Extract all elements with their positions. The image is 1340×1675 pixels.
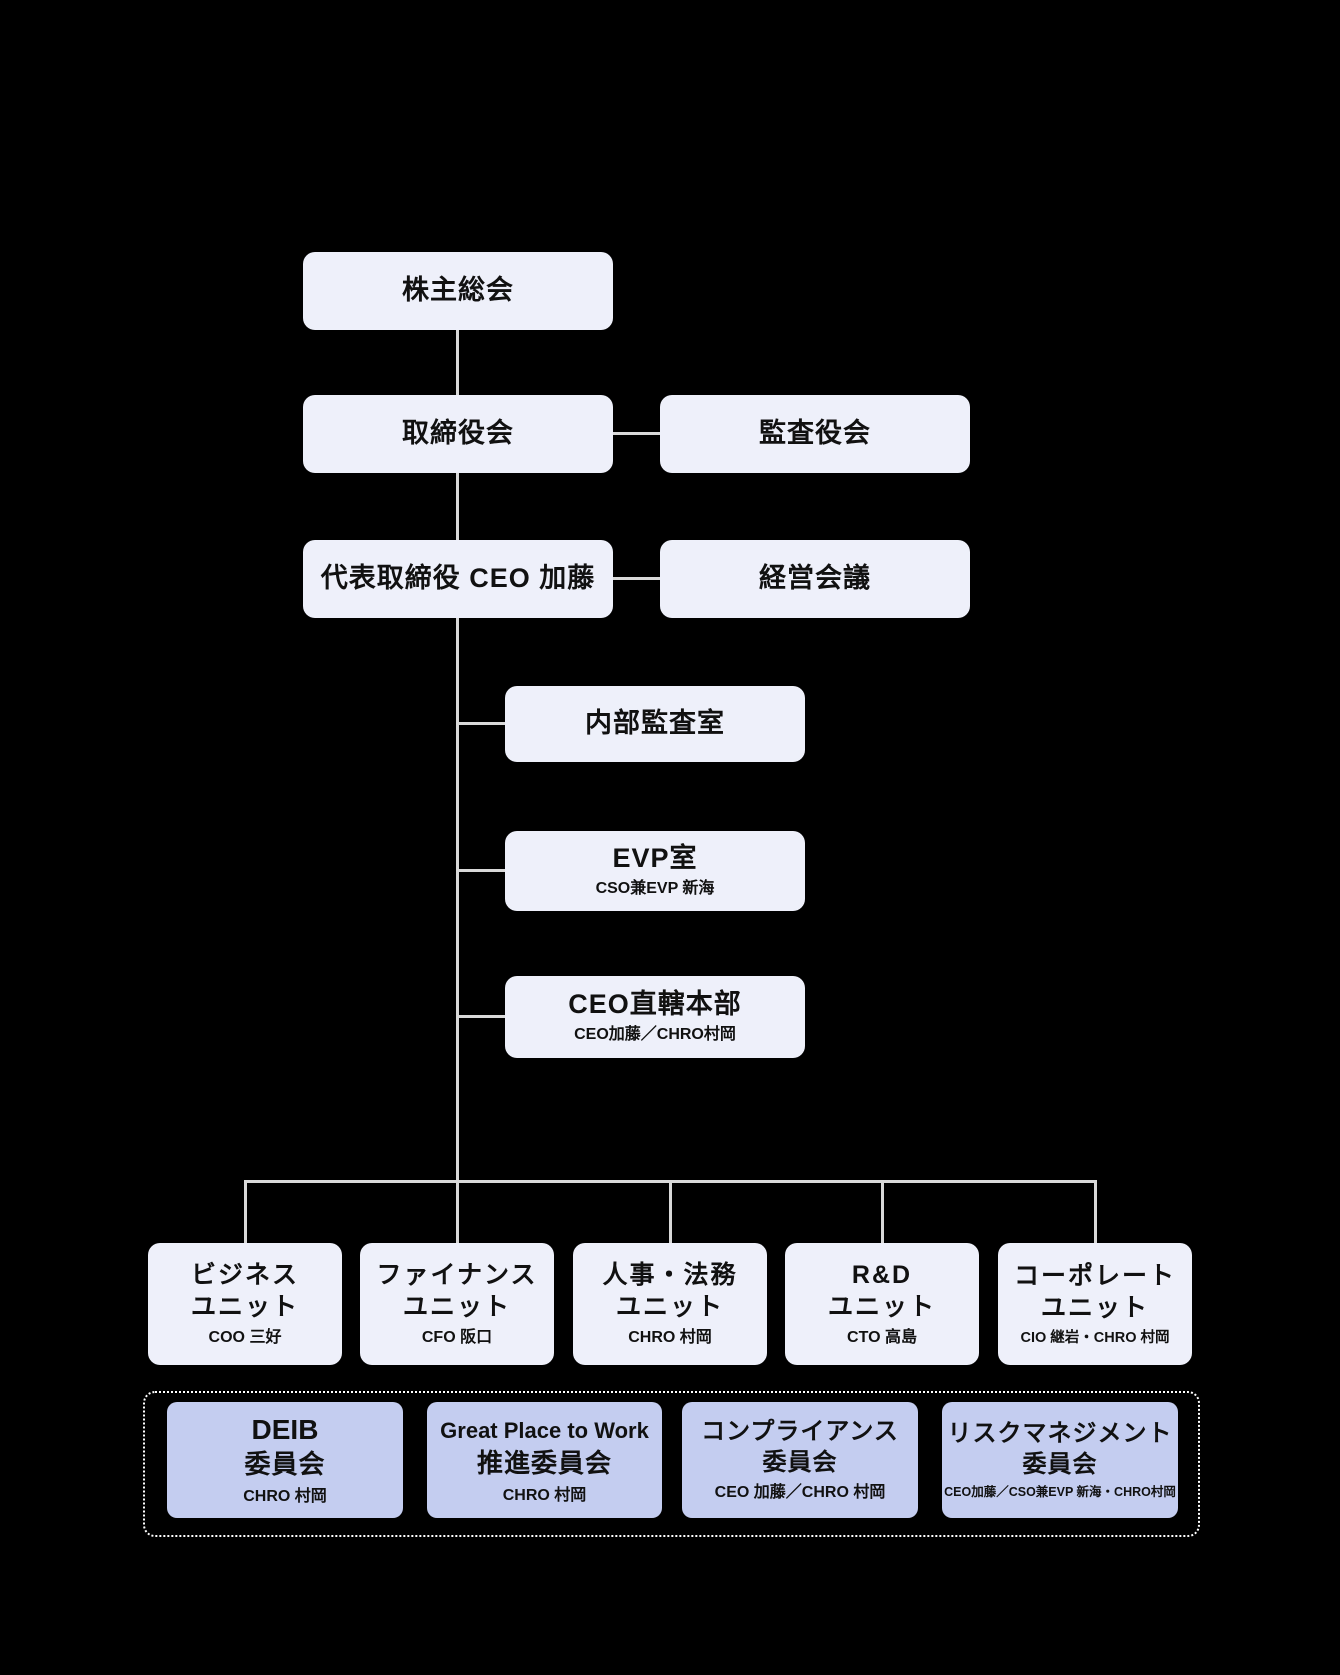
org-box-title: R&D ユニット: [828, 1259, 936, 1324]
org-box-unit-business: ビジネス ユニット COO 三好: [148, 1243, 342, 1365]
org-box-committee-risk-management: リスクマネジメント 委員会 CEO加藤／CSO兼EVP 新海・CHRO村岡: [942, 1402, 1178, 1518]
org-box-subtitle: CEO 加藤／CHRO 村岡: [714, 1483, 886, 1501]
org-box-subtitle: CHRO 村岡: [243, 1487, 327, 1505]
unit-title-line1: ビジネス: [190, 1260, 299, 1289]
org-box-title: 監査役会: [759, 418, 871, 449]
org-box-title: 経営会議: [759, 563, 871, 594]
org-box-unit-finance: ファイナンス ユニット CFO 阪口: [360, 1243, 554, 1365]
org-box-audit-supervisory-board: 監査役会: [660, 395, 970, 473]
org-box-title: CEO直轄本部: [568, 988, 742, 1019]
org-box-title: DEIB 委員会: [244, 1412, 325, 1482]
org-box-committee-compliance: コンプライアンス 委員会 CEO 加藤／CHRO 村岡: [682, 1402, 918, 1518]
unit-title-line1: R&D: [851, 1260, 913, 1289]
unit-title-line2: ユニット: [190, 1293, 299, 1322]
unit-title-line1: コーポレート: [1013, 1261, 1176, 1290]
unit-title-line2: ユニット: [402, 1293, 511, 1322]
unit-title-line2: ユニット: [1040, 1294, 1149, 1323]
committee-title-line2: 委員会: [1022, 1451, 1098, 1479]
connector-unit-drop-1: [244, 1180, 247, 1243]
org-box-subtitle: COO 三好: [208, 1328, 282, 1346]
unit-title-line2: ユニット: [615, 1293, 724, 1322]
org-box-subtitle: CHRO 村岡: [502, 1486, 587, 1504]
connector-main-trunk: [456, 330, 459, 1183]
connector-ceo-direct-hq: [456, 1015, 505, 1018]
unit-title-line1: 人事・法務: [602, 1260, 738, 1289]
org-box-internal-audit-office: 内部監査室: [505, 686, 805, 762]
org-box-subtitle: CFO 阪口: [421, 1328, 493, 1346]
org-box-title: ビジネス ユニット: [191, 1259, 299, 1324]
org-box-committee-great-place-to-work: Great Place to Work 推進委員会 CHRO 村岡: [427, 1402, 662, 1518]
org-box-title: 株主総会: [402, 275, 514, 306]
connector-unit-drop-2: [456, 1180, 459, 1243]
org-box-board-of-directors: 取締役会: [303, 395, 613, 473]
committee-title-line1: DEIB: [251, 1413, 319, 1445]
org-box-subtitle: CTO 高島: [847, 1328, 917, 1346]
org-box-title: リスクマネジメント 委員会: [948, 1418, 1173, 1480]
org-box-title: EVP室: [612, 842, 698, 873]
org-box-subtitle: CSO兼EVP 新海: [595, 879, 715, 897]
org-box-title: 内部監査室: [585, 708, 725, 739]
committee-title-line1: リスクマネジメント: [947, 1420, 1173, 1448]
org-box-subtitle: CEO加藤／CHRO村岡: [574, 1025, 736, 1043]
committee-title-line1: コンプライアンス: [701, 1417, 899, 1445]
org-box-ceo-direct-hq: CEO直轄本部 CEO加藤／CHRO村岡: [505, 976, 805, 1058]
org-box-title: Great Place to Work 推進委員会: [440, 1413, 649, 1481]
org-box-subtitle: CHRO 村岡: [628, 1328, 712, 1346]
org-box-title: ファイナンス ユニット: [376, 1259, 537, 1324]
org-box-subtitle: CEO加藤／CSO兼EVP 新海・CHRO村岡: [944, 1485, 1176, 1500]
org-box-unit-hr-legal: 人事・法務 ユニット CHRO 村岡: [573, 1243, 767, 1365]
org-box-shareholders-meeting: 株主総会: [303, 252, 613, 330]
org-box-title: 代表取締役 CEO 加藤: [320, 563, 596, 594]
org-box-title: 取締役会: [402, 418, 514, 449]
committee-title-line2: 委員会: [244, 1449, 326, 1480]
committee-title-line2: 推進委員会: [476, 1447, 612, 1478]
org-box-unit-rnd: R&D ユニット CTO 高島: [785, 1243, 979, 1365]
org-box-title: コーポレート ユニット: [1014, 1260, 1176, 1325]
org-box-subtitle: CIO 継岩・CHRO 村岡: [1020, 1329, 1170, 1346]
org-box-unit-corporate: コーポレート ユニット CIO 継岩・CHRO 村岡: [998, 1243, 1192, 1365]
connector-ceo-council: [613, 577, 660, 580]
unit-title-line1: ファイナンス: [376, 1260, 538, 1289]
connector-evp-office: [456, 869, 505, 872]
org-box-title: コンプライアンス 委員会: [701, 1416, 899, 1478]
committees-container: [143, 1391, 1200, 1537]
connector-board-audit: [613, 432, 660, 435]
connector-unit-drop-5: [1094, 1180, 1097, 1243]
org-box-committee-deib: DEIB 委員会 CHRO 村岡: [167, 1402, 403, 1518]
connector-unit-drop-3: [669, 1180, 672, 1243]
org-box-title: 人事・法務 ユニット: [602, 1259, 737, 1324]
connector-internal-audit: [456, 722, 505, 725]
org-box-representative-director-ceo: 代表取締役 CEO 加藤: [303, 540, 613, 618]
org-box-management-council: 経営会議: [660, 540, 970, 618]
committee-title-line2: 委員会: [762, 1448, 838, 1476]
org-box-evp-office: EVP室 CSO兼EVP 新海: [505, 831, 805, 911]
unit-title-line2: ユニット: [827, 1293, 936, 1322]
connector-unit-drop-4: [881, 1180, 884, 1243]
committee-title-line1: Great Place to Work: [440, 1418, 649, 1443]
